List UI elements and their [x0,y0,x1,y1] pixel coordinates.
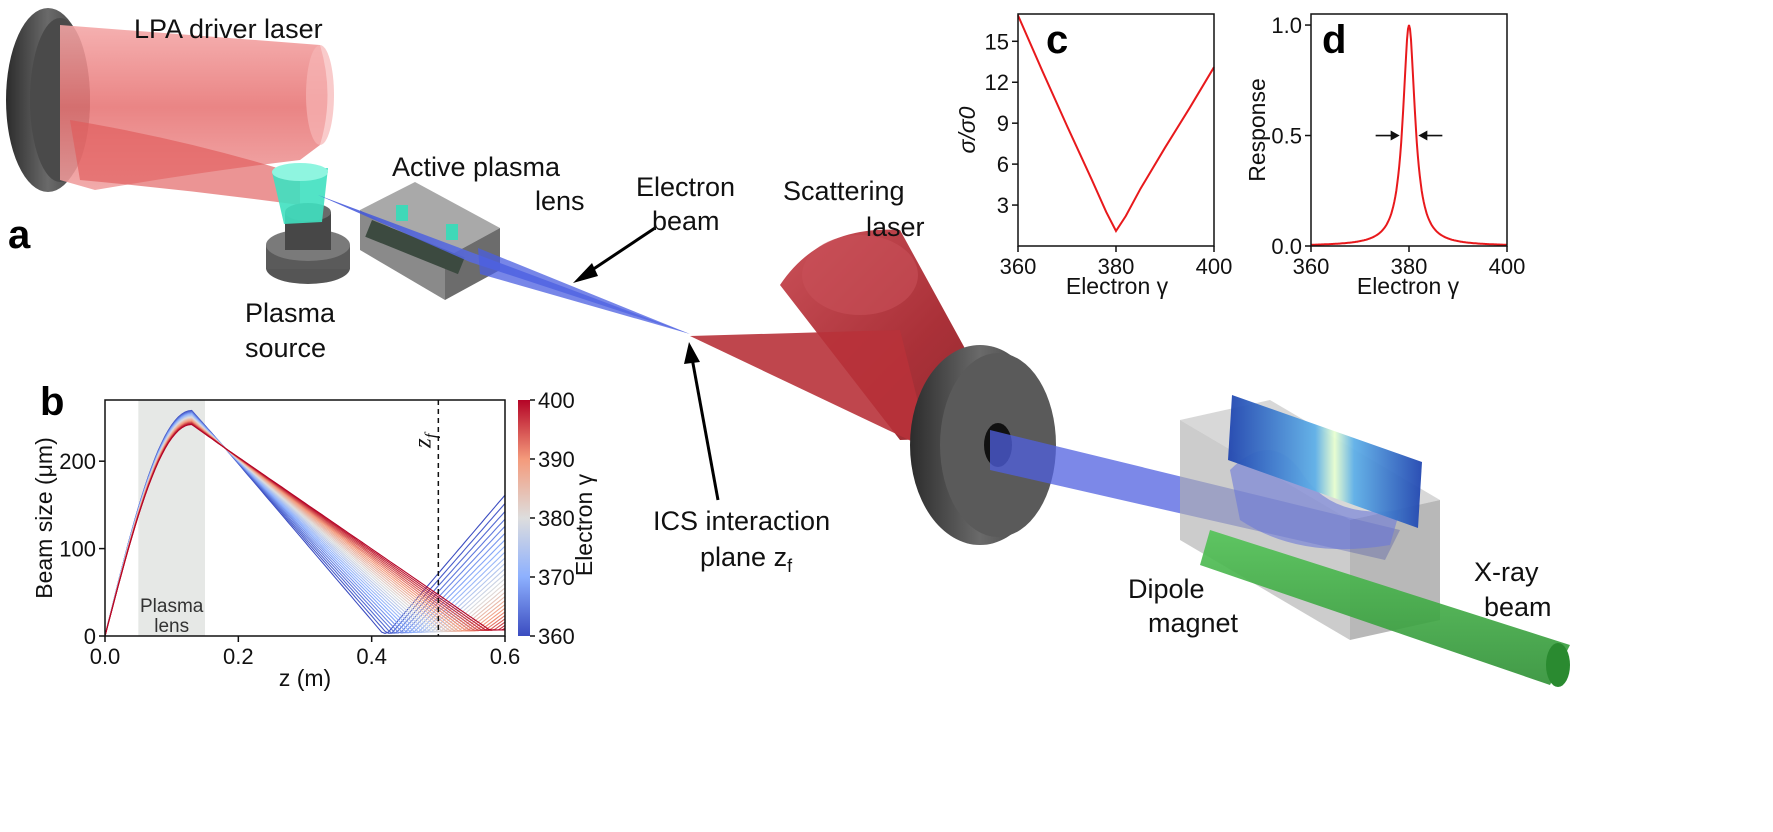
lpa-laser-label: LPA driver laser [134,14,323,44]
detector-screen [1228,395,1422,528]
scattering-laser-label-2: laser [866,212,925,242]
x-tick-label: 400 [1196,254,1233,279]
colorbar-ticks: 360 370 380 390 400 [530,388,575,649]
x-tick-label: 400 [1489,254,1526,279]
y-tick-label: 0.0 [1271,234,1302,259]
x-tick-label: 380 [1391,254,1428,279]
y-tick-label: 100 [59,537,96,562]
panel-b-chart: b Plasma lens zf 0.0 0.2 0.4 0.6 0 100 200 z (… [31,380,597,691]
dipole-magnet-label-2: magnet [1148,608,1239,638]
panel-b-ticks: 0.0 0.2 0.4 0.6 0 100 200 [59,449,520,669]
colorbar-tick-label: 400 [538,388,575,413]
beam-envelope-gamma-400 [105,423,505,636]
colorbar-tick-label: 360 [538,624,575,649]
y-tick-label: 12 [985,70,1009,95]
plasma-source-label: Plasma [245,298,336,328]
panel-d-chart: 360 380 400 0.0 0.5 1.0 d Electron γ Response [1244,13,1525,299]
x-tick-label: 0.2 [223,644,254,669]
y-tick-label: 6 [997,152,1009,177]
panel-label-b: b [40,380,64,424]
xray-beam [1200,530,1570,687]
colorbar [518,400,530,636]
scattering-laser-label: Scattering [783,176,905,206]
plasma-lens-shade [138,400,205,636]
xray-beam-label: X-ray [1474,557,1539,587]
panel-b-frame [104,399,506,637]
electron-beam-arrow [573,226,656,283]
panel-b-ylabel: Beam size (μm) [31,437,57,599]
panel-c-chart: 360 380 400 3 6 9 12 15 c Electron γ σ/σ0 [954,13,1233,299]
x-tick-label: 0.6 [490,644,521,669]
electron-beam-label: Electron [636,172,735,202]
plasma-source-label-2: source [245,333,326,363]
beam-size-envelopes [105,409,505,636]
plasma-cell [272,168,328,224]
x-tick-label: 0.0 [90,644,121,669]
zf-label: zf [409,431,440,449]
x-tick-label: 360 [1293,254,1330,279]
active-plasma-lens-label-2: lens [535,186,585,216]
panel-label-a: a [8,213,31,257]
panel-d-xlabel: Electron γ [1357,273,1460,299]
y-tick-label: 0 [84,624,96,649]
electron-beam-label-2: beam [652,206,720,236]
colorbar-label: Electron γ [571,473,597,576]
panel-c-ylabel: σ/σ0 [954,106,980,153]
ics-plane-label: ICS interaction [653,506,830,536]
panel-c-ticks: 360 380 400 3 6 9 12 15 [985,29,1233,279]
y-tick-label: 9 [997,111,1009,136]
plasma-lens-shade-label: Plasma [140,596,204,617]
lpa-focus-cone [70,120,300,205]
panel-label-c: c [1046,18,1068,62]
x-tick-label: 380 [1098,254,1135,279]
y-tick-label: 1.0 [1271,13,1302,38]
y-tick-label: 15 [985,29,1009,54]
fwhm-arrowhead-left [1390,130,1400,141]
plasma-source [266,163,350,284]
x-tick-label: 360 [1000,254,1037,279]
panel-c-xlabel: Electron γ [1066,273,1169,299]
fwhm-arrows [1375,130,1443,141]
panel-d-ylabel: Response [1244,78,1270,182]
colorbar-tick-label: 380 [538,506,575,531]
panel-d-ticks: 360 380 400 0.0 0.5 1.0 [1271,13,1525,279]
active-plasma-lens [360,182,500,300]
y-tick-label: 0.5 [1271,124,1302,149]
panel-b-xlabel: z (m) [279,665,331,691]
dipole-magnet-label: Dipole [1128,574,1205,604]
plasma-lens-shade-label-2: lens [154,616,189,637]
y-tick-label: 3 [997,193,1009,218]
ics-subscript: f [787,556,793,576]
response-curve [1310,24,1508,246]
xray-beam-label-2: beam [1484,592,1552,622]
colorbar-tick-label: 370 [538,565,575,590]
schematic-illustration: LPA driver laser Active plasma lens Elec… [6,8,1570,687]
ics-plane-label-2: plane zf [700,542,793,576]
panel-label-d: d [1322,18,1346,62]
fwhm-arrowhead-right [1418,130,1428,141]
colorbar-tick-label: 390 [538,447,575,472]
active-plasma-lens-label: Active plasma [392,152,561,182]
ics-plane-arrow [684,342,720,501]
y-tick-label: 200 [59,449,96,474]
sigma-curve [1017,14,1215,233]
x-tick-label: 0.4 [356,644,387,669]
